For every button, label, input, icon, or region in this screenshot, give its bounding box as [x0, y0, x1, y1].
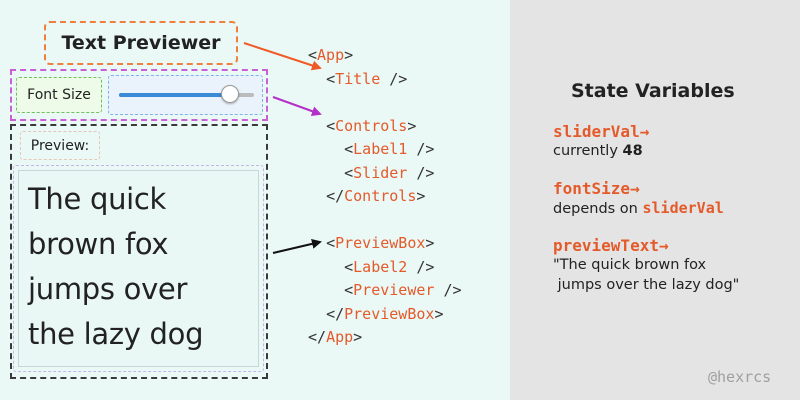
var-sliderval: sliderVal→ currently 48 [553, 122, 649, 161]
tree-line: <PreviewBox> [326, 234, 435, 252]
var-name: sliderVal→ [553, 122, 650, 141]
tree-line: </Controls> [326, 187, 426, 205]
var-desc: "The quick brown fox [553, 257, 707, 273]
tree-tag: Label1 [353, 140, 408, 158]
tree-tag: PreviewBox [344, 304, 435, 323]
slider-component: 48 [108, 75, 263, 115]
preview-line: the lazy dog [28, 317, 204, 351]
tree-line: </App> [308, 328, 363, 346]
tree-line: <Title /> [326, 69, 408, 88]
tree-line: </PreviewBox> [326, 304, 444, 323]
var-name: fontSize→ [553, 179, 640, 198]
title-component: Text Previewer [44, 21, 238, 65]
var-desc: currently 48 [553, 143, 643, 159]
var-fontsize: fontSize→ depends on sliderVal [553, 179, 724, 219]
tree-tag: Label2 [353, 257, 408, 276]
previewer-component: The quick brown fox jumps over the lazy … [13, 165, 264, 372]
controls-component [10, 69, 268, 121]
tree-tag: Previewer [353, 281, 435, 299]
tree-tag: PreviewBox [335, 234, 426, 252]
tree-line: <Label1 /> [344, 140, 435, 158]
tree-line: <Slider /> [344, 163, 435, 182]
preview-line: brown fox [28, 227, 169, 261]
var-name: previewText→ [553, 236, 669, 255]
state-title: State Variables [571, 80, 735, 102]
slider-fill [119, 93, 230, 97]
var-desc: jumps over the lazy dog" [553, 277, 740, 293]
tree-line [308, 91, 462, 115]
tree-tag: Controls [344, 187, 417, 205]
font-size-label: Font Size [27, 87, 91, 103]
tree-tag: Slider [353, 163, 408, 182]
tree-tag: App [317, 46, 345, 64]
state-panel [510, 0, 800, 400]
tree-line [308, 209, 462, 233]
var-previewtext: previewText→ "The quick brown fox jumps … [553, 236, 739, 295]
preview-line: jumps over [28, 272, 188, 306]
tree-line: <Previewer /> [344, 281, 462, 299]
component-tree: <App> <Title /> <Controls> <Label1 /> <S… [308, 44, 462, 350]
preview-text-area: The quick brown fox jumps over the lazy … [18, 170, 259, 367]
label2-component: Preview: [20, 131, 100, 160]
preview-line: The quick [28, 182, 167, 216]
tree-line: <Label2 /> [344, 257, 435, 276]
tree-tag: Title [335, 69, 381, 88]
app-title: Text Previewer [61, 32, 221, 54]
previewbox-component [10, 124, 268, 379]
var-desc: depends on sliderVal [553, 199, 724, 217]
tree-line: <App> [308, 46, 354, 64]
tree-tag: App [326, 328, 354, 346]
slider-thumb[interactable] [220, 85, 239, 103]
preview-label: Preview: [30, 137, 90, 154]
watermark: @hexrcs [708, 368, 772, 386]
label1-component: Font Size [16, 77, 102, 113]
tree-line: <Controls> [326, 116, 417, 135]
tree-tag: Controls [335, 116, 408, 135]
